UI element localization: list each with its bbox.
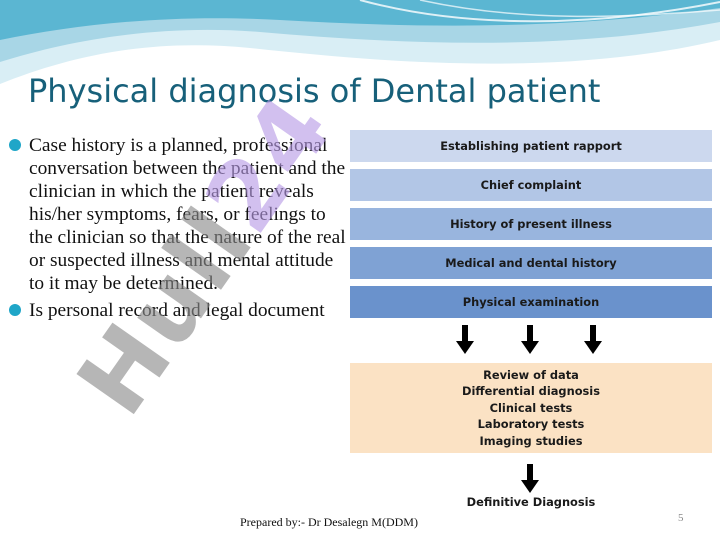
bullet-item: Case history is a planned, professional … xyxy=(8,134,348,295)
diagnosis-flowchart: Establishing patient rapport Chief compl… xyxy=(350,127,712,520)
bullet-dot-icon xyxy=(9,304,21,316)
flow-step-present-illness: History of present illness xyxy=(350,208,712,240)
review-item: Clinical tests xyxy=(489,400,573,415)
flow-step-chief-complaint: Chief complaint xyxy=(350,169,712,201)
review-item: Review of data xyxy=(483,367,579,382)
bullet-dot-icon xyxy=(9,139,21,151)
flow-step-label: Physical examination xyxy=(462,295,600,309)
flow-step-physical-examination: Physical examination xyxy=(350,286,712,318)
flow-step-rapport: Establishing patient rapport xyxy=(350,130,712,162)
page-number: 5 xyxy=(678,512,684,524)
bullet-text: Is personal record and legal document xyxy=(29,300,325,321)
review-item: Imaging studies xyxy=(479,433,583,448)
header-wave-decoration xyxy=(0,0,720,84)
flow-step-label: Chief complaint xyxy=(480,178,582,192)
bullet-item: Is personal record and legal document xyxy=(8,299,348,322)
final-diagnosis-label: Definitive Diagnosis xyxy=(466,495,596,509)
flow-step-label: History of present illness xyxy=(450,217,612,231)
bullet-text: Case history is a planned, professional … xyxy=(29,135,346,294)
review-box: Review of data Differential diagnosis Cl… xyxy=(350,363,712,453)
flow-step-medical-dental-history: Medical and dental history xyxy=(350,247,712,279)
slide-title: Physical diagnosis of Dental patient xyxy=(28,72,601,110)
flow-step-label: Medical and dental history xyxy=(445,256,617,270)
review-item: Laboratory tests xyxy=(477,417,585,432)
review-item: Differential diagnosis xyxy=(462,384,600,399)
flow-step-label: Establishing patient rapport xyxy=(440,139,622,153)
footer-credit: Prepared by:- Dr Desalegn M(DDM) xyxy=(240,515,418,529)
bullet-list: Case history is a planned, professional … xyxy=(8,134,348,326)
